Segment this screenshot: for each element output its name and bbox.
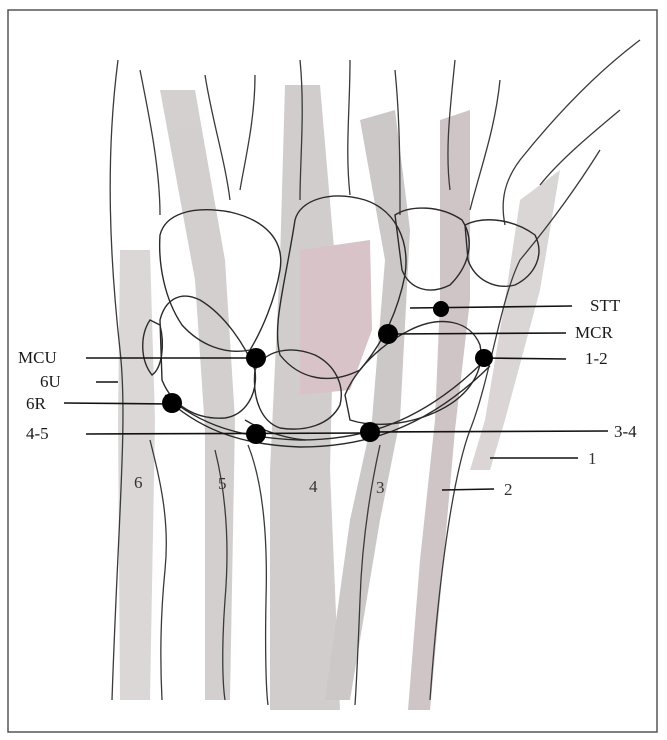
portal-dot-4-5: [246, 424, 266, 444]
label-mcu: MCU: [18, 349, 57, 366]
label-6u: 6U: [40, 373, 61, 390]
label-compartment-1: 1: [588, 450, 597, 467]
label-stt: STT: [590, 297, 620, 314]
pointer-6r: [64, 403, 172, 404]
label-compartment-3: 3: [376, 479, 385, 496]
label-compartment-2: 2: [504, 481, 513, 498]
portal-dot-mcr: [378, 324, 398, 344]
label-compartment-6: 6: [134, 474, 143, 491]
pointer-1-2: [484, 358, 566, 359]
pointer-mcr: [388, 333, 566, 334]
portal-dot-1-2: [475, 349, 493, 367]
label-4-5: 4-5: [26, 425, 49, 442]
portal-dot-mcu: [246, 348, 266, 368]
pointer-3-4: [370, 431, 608, 432]
portal-dot-stt: [433, 301, 449, 317]
label-6r: 6R: [26, 395, 46, 412]
pointer-4-5: [86, 433, 370, 434]
label-compartment-5: 5: [218, 475, 227, 492]
label-3-4: 3-4: [614, 423, 637, 440]
label-compartment-4: 4: [309, 478, 318, 495]
portal-dot-3-4: [360, 422, 380, 442]
portal-dot-6r: [162, 393, 182, 413]
label-1-2: 1-2: [585, 350, 608, 367]
label-mcr: MCR: [575, 324, 613, 341]
pointer-2: [442, 489, 494, 490]
